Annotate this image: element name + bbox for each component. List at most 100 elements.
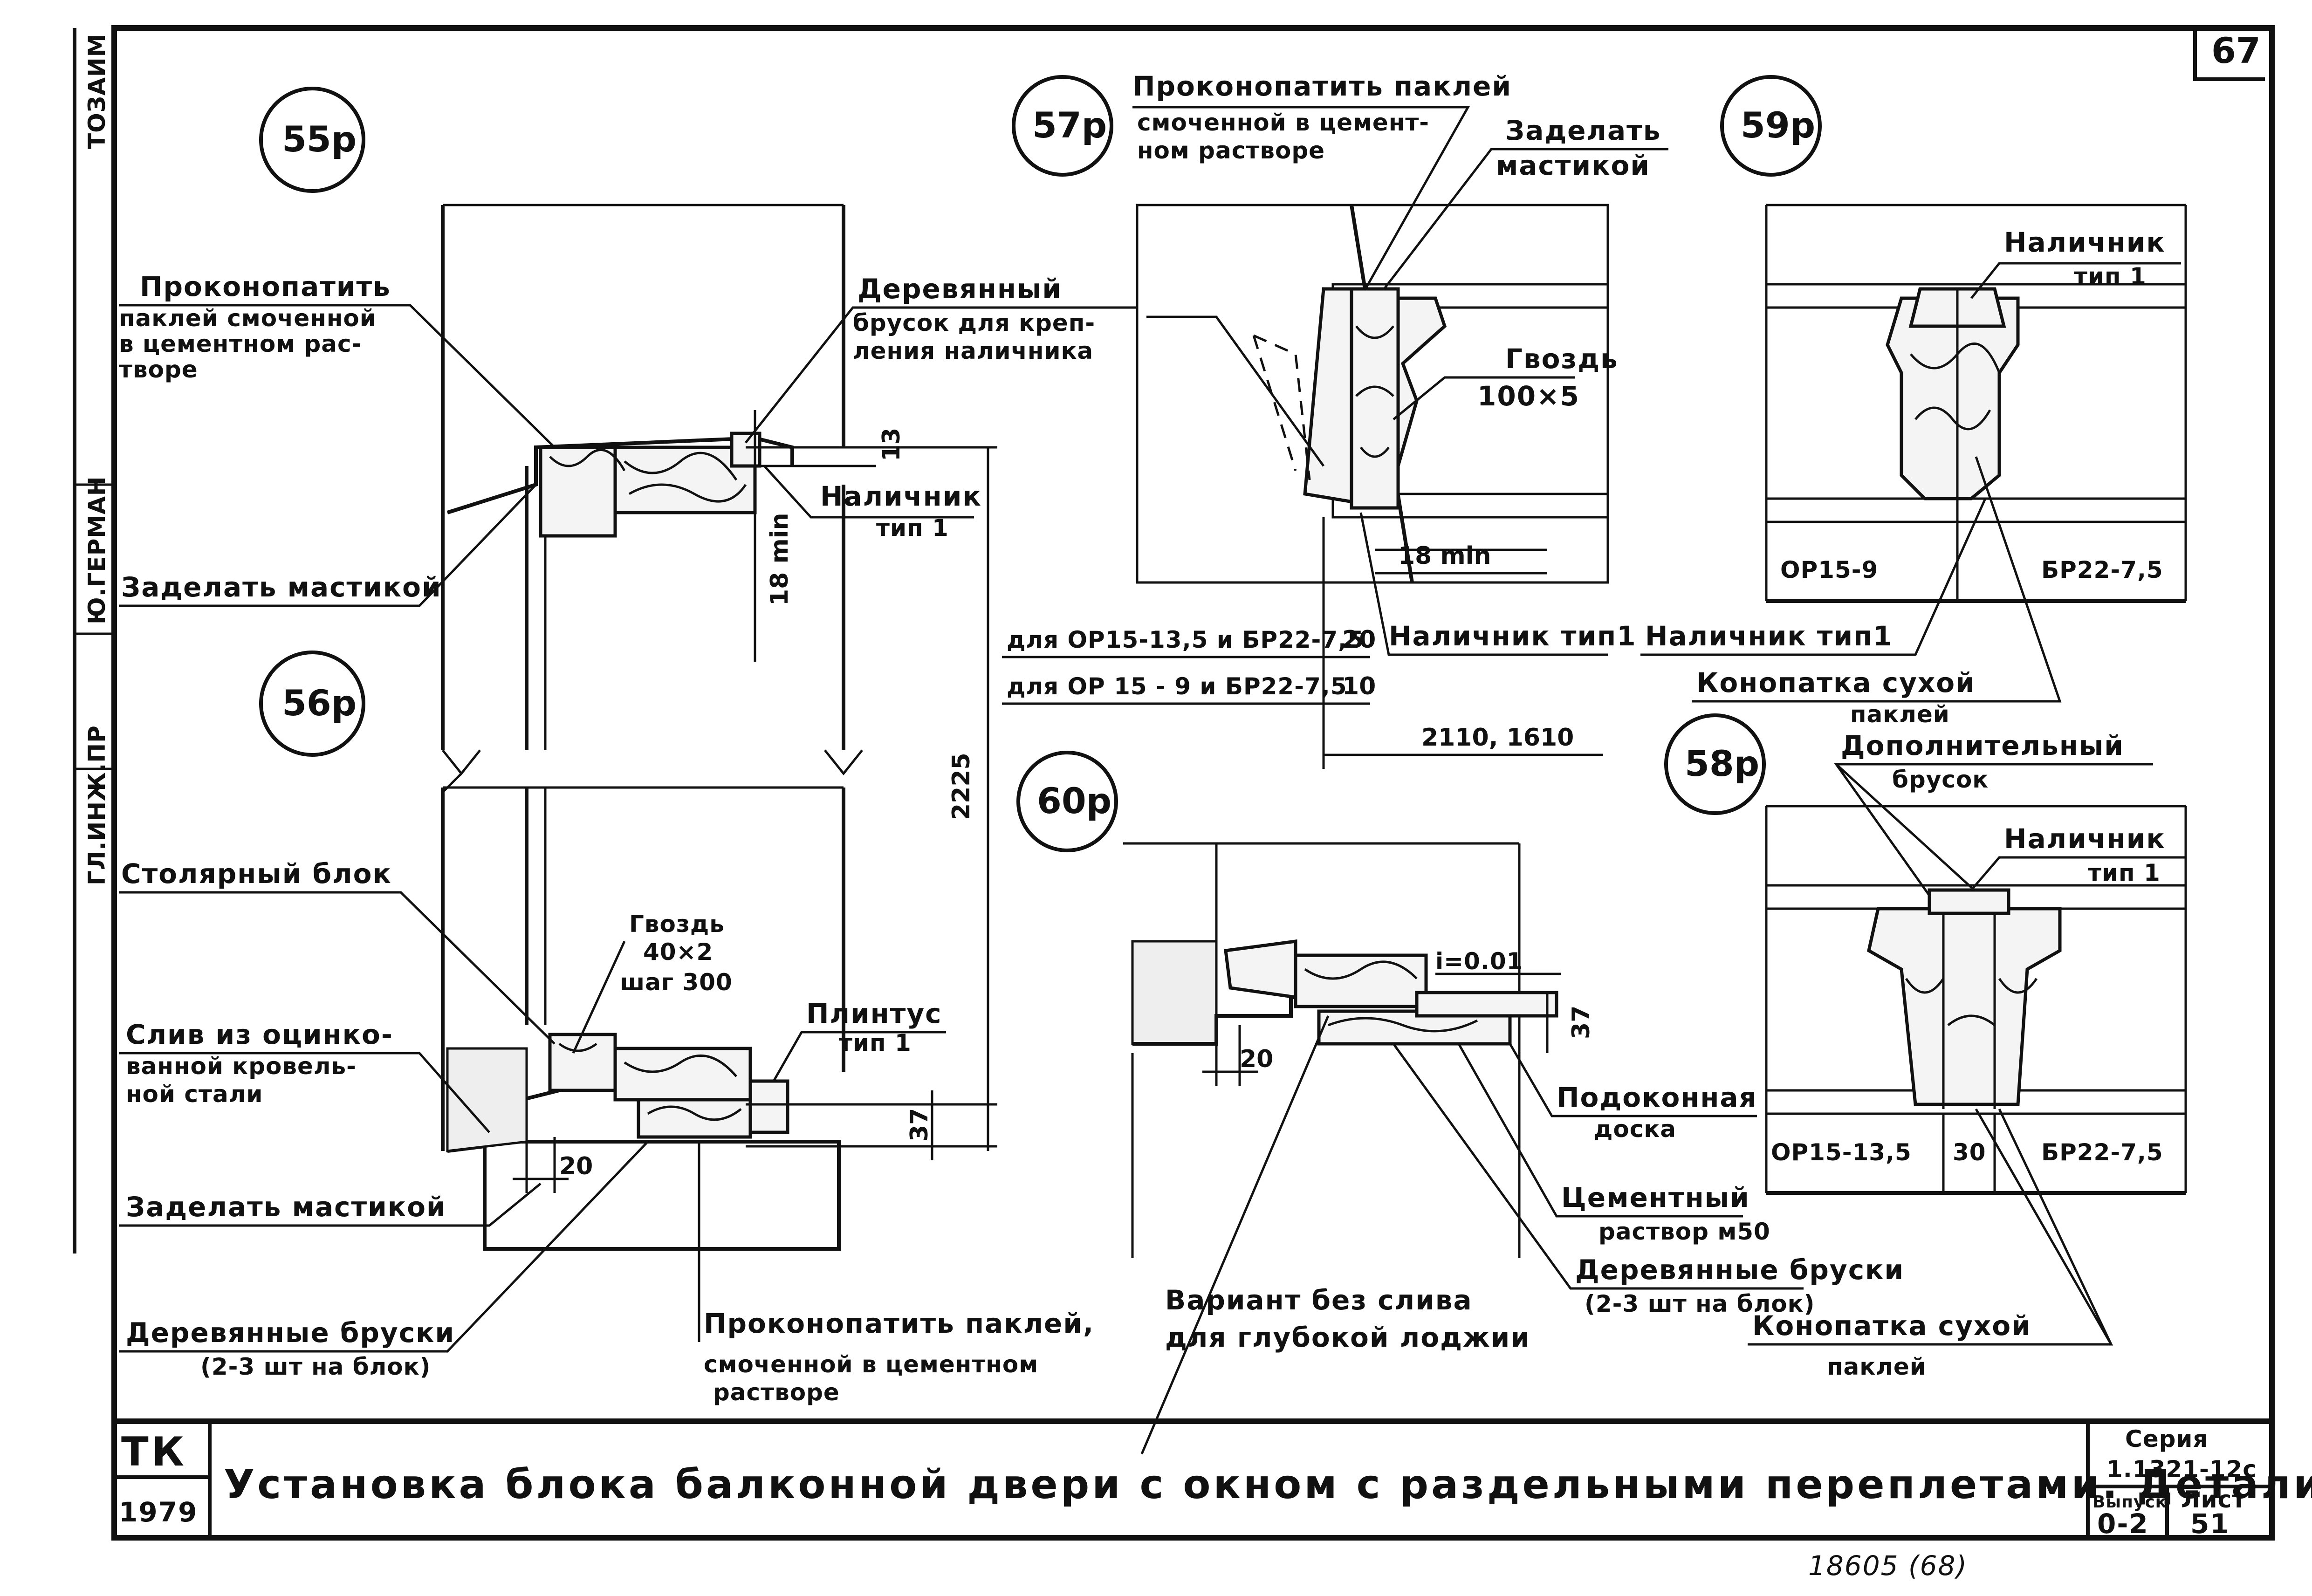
callout-59-casing-1: Наличник [2004,226,2166,258]
label-59-right: БР22-7,5 [2041,556,2163,583]
callout-56-flashing-1: Слив из оцинко- [126,1019,393,1050]
callout-55-casing-2: тип 1 [876,514,949,541]
callout-56-bars-1: Деревянные бруски [126,1317,455,1349]
series-value: 1.1321-12с [2106,1456,2257,1483]
marker-59p-label: 59р [1741,104,1815,146]
label-58-left: ОР15-13,5 [1771,1139,1912,1166]
callout-59-casing-2: тип 1 [2074,263,2147,290]
callout-56-plinth-1: Плинтус [806,998,942,1029]
marker-60p [1016,751,1118,852]
callout-60-mortar-2: раствор м50 [1599,1218,1770,1245]
callout-59-casing-3: Наличник тип1 [1645,620,1893,652]
callout-58-dry-1: Конопатка сухой [1752,1310,2031,1342]
issue-value: 0-2 [2097,1508,2149,1540]
callout-57-caulk-3: ном растворе [1137,137,1325,164]
marker-55p-label: 55р [282,118,357,160]
dim-60-20: 20 [1240,1045,1273,1073]
callout-57-sealant-1: Заделать [1505,115,1661,146]
sheet-title: Установка блока балконной двери с окном … [224,1461,2312,1508]
callout-56-flashing-2: ванной кровель- [126,1053,357,1080]
marker-55p [259,87,365,193]
marker-56p [259,651,365,757]
series-label: Серия [2125,1425,2209,1452]
callout-58-extra-1: Дополнительный [1841,730,2124,761]
callout-58-extra-2: брусок [1892,766,1989,793]
callout-57-nail-2: 100×5 [1477,380,1580,412]
callout-60-mortar-1: Цементный [1561,1182,1750,1213]
page-number-box [2193,28,2265,81]
stamp-top: ТОЗАИМ [83,34,110,149]
label-58-right: БР22-7,5 [2041,1139,2163,1166]
row2-label: для ОР 15 - 9 и БР22-7,5 [1007,673,1347,700]
callout-55-bar-2: брусок для креп- [853,309,1095,336]
sheet-label: Лист [2181,1486,2246,1513]
callout-56-caulk-1: Проконопатить паклей, [704,1308,1094,1339]
callout-55-bar-3: ления наличника [853,337,1093,364]
tk-code: ТК [121,1429,187,1475]
dim-56-37: 37 [906,1108,933,1142]
detail-58p: 58р Дополнительный брусок Наличник тип 1… [1664,713,2187,1380]
dim-60-37: 37 [1567,1006,1595,1039]
callout-57-caulk-2: смоченной в цемент- [1137,109,1429,136]
tk-year: 1979 [119,1496,198,1528]
callout-55-caulk-4: творе [119,356,198,383]
callout-59-dry-2: паклей [1850,701,1950,728]
detail-59p: 59р Наличник тип 1 ОР15-9 БР22-7,5 Налич… [1640,75,2187,728]
callout-57-sealant-2: мастикой [1496,150,1650,181]
marker-57p-label: 57р [1032,104,1107,146]
callout-57-casing: Наличник тип1 [1389,620,1637,652]
stamp-role: ГЛ.ИНЖ.ПР [83,725,110,885]
marker-60p-label: 60р [1037,780,1111,822]
callout-56-sealant: Заделать мастикой [126,1191,446,1223]
variant-note-2: для глубокой лоджии [1165,1322,1530,1353]
callout-56-bars-2: (2-3 шт на блок) [200,1353,431,1380]
callout-58-casing-2: тип 1 [2088,859,2161,886]
callout-60-sill-2: доска [1594,1116,1676,1143]
detail-57p: 57р 18 min Проконопатить паклей смоченно… [1002,70,1668,769]
callout-60-sill-1: Подоконная [1557,1082,1757,1113]
callout-56-nail-1: Гвоздь [629,911,725,938]
dim-55-13: 13 [878,428,906,461]
callout-55-sealant: Заделать мастикой [121,571,442,603]
callout-56-caulk-2: смоченной в цементном [704,1351,1038,1378]
marker-58p-label: 58р [1685,743,1759,784]
callout-56-plinth-2: тип 1 [839,1029,912,1056]
sheet-frame [111,25,2275,1541]
row1-label: для ОР15-13,5 и БР22-7,5 [1007,626,1364,653]
slope-60: i=0.01 [1435,948,1523,975]
dim-55-18: 18 min [766,513,794,606]
callout-56-caulk-3: растворе [713,1379,840,1406]
callout-55-caulk-1: Проконопатить [140,271,391,302]
dim-56-2225: 2225 [947,753,975,820]
callout-58-casing-1: Наличник [2004,823,2166,855]
variant-note-1: Вариант без слива [1165,1284,1473,1316]
callout-57-nail-1: Гвоздь [1505,343,1619,375]
detail-55p: 55р 13 18 min Проконопатить паклей смоче… [119,87,1137,1151]
callout-55-caulk-2: паклей смоченной [119,305,377,332]
page-number: 67 [2211,30,2261,71]
marker-56p-label: 56р [282,682,357,724]
callout-60-bars-1: Деревянные бруски [1575,1254,1904,1286]
footer-note: 18605 (68) [1808,1550,1968,1582]
title-block: ТК 1979 Установка блока балконной двери … [114,1418,2312,1540]
issue-label: Выпуск [2092,1493,2167,1512]
dim-57-18: 18 min [1398,542,1491,570]
callout-58-dry-2: паклей [1827,1353,1927,1380]
callout-60-bars-2: (2-3 шт на блок) [1585,1290,1815,1317]
callout-55-caulk-3: в цементном рас- [119,330,362,357]
marker-57p [1012,75,1113,177]
callout-55-bar-1: Деревянный [858,273,1062,305]
callout-56-joinery: Столярный блок [121,858,392,890]
marker-58p [1664,713,1766,815]
callout-59-dry-1: Конопатка сухой [1696,667,1976,699]
callout-56-flashing-3: ной стали [126,1081,263,1108]
dim-56-20: 20 [559,1152,593,1180]
callout-56-nail-2: 40×2 [643,938,713,966]
row1-value: 20 [1342,626,1376,654]
detail-60p: 60р i=0.01 37 20 Подоконная доска Цемент… [1016,751,1904,1454]
label-58-mid: 30 [1953,1139,1986,1166]
detail-56p: 56р 20 37 2225 Столярный блок Гвоздь 40×… [119,651,1094,1406]
dim-57-width: 2110, 1610 [1421,724,1574,752]
